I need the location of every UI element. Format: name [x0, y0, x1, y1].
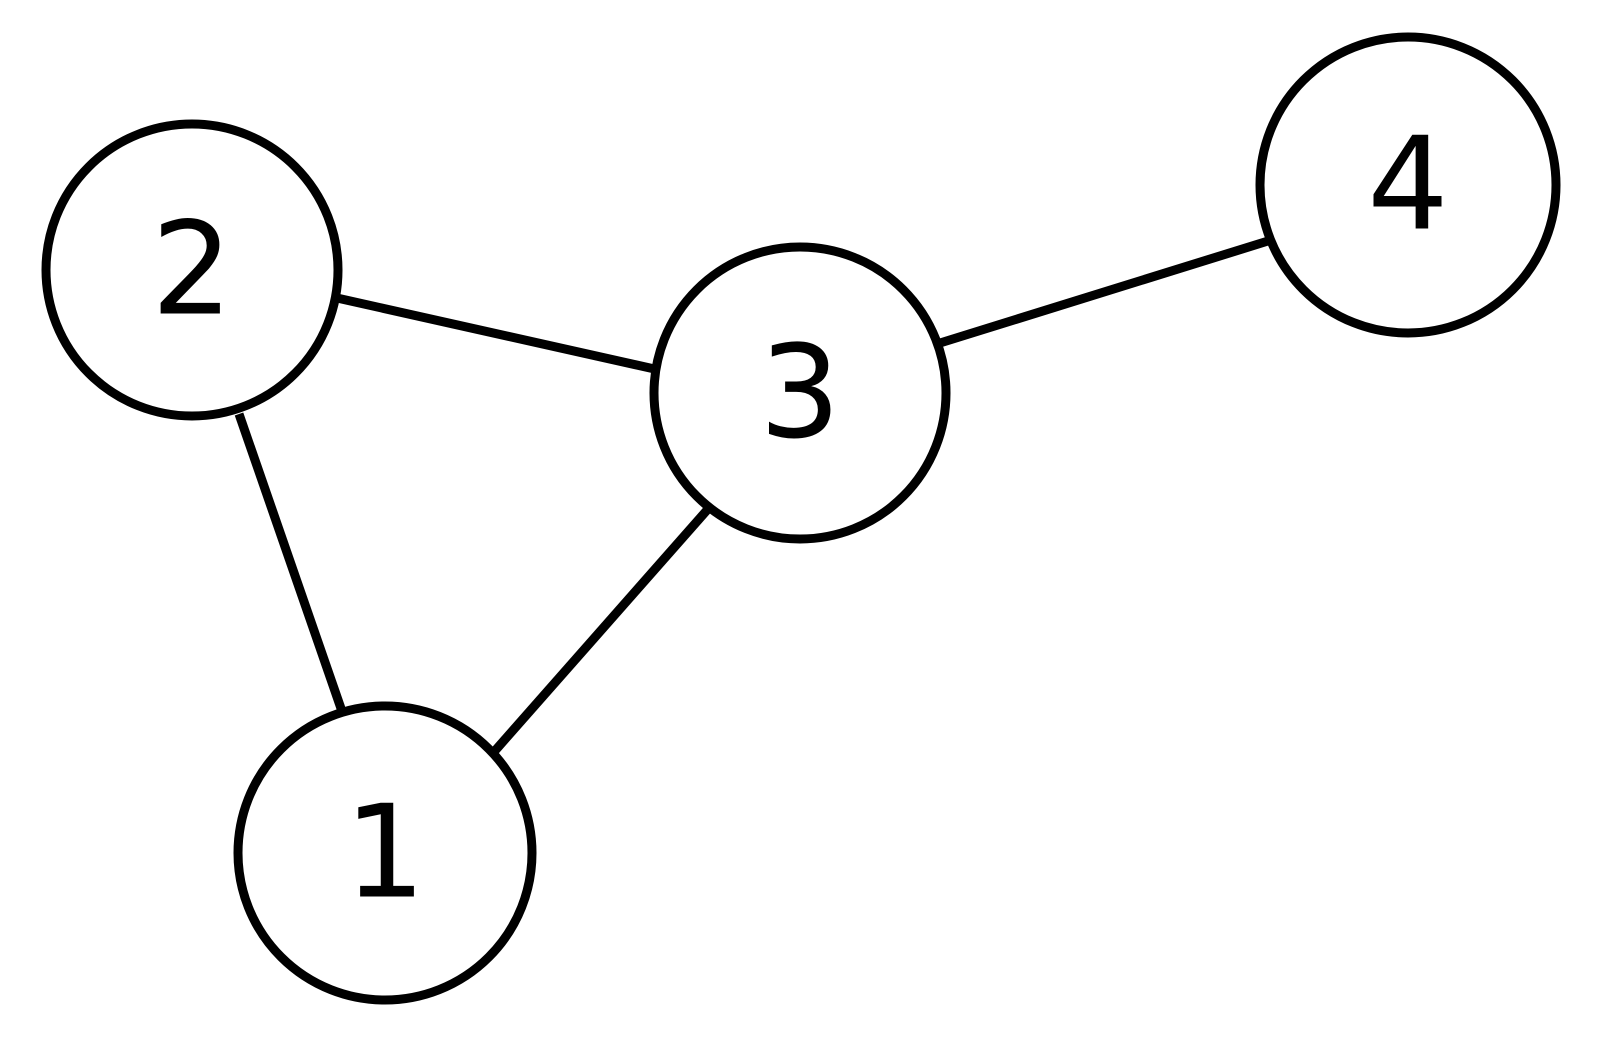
edges-layer: [234, 236, 1270, 756]
node-label-1: 1: [344, 779, 425, 928]
node-label-3: 3: [759, 319, 840, 468]
node-label-2: 2: [151, 196, 232, 345]
node-circle-4[interactable]: [1255, 32, 1561, 338]
node-circle-1[interactable]: [233, 701, 537, 1005]
edge-1-3[interactable]: [489, 506, 712, 756]
node-circle-3[interactable]: [649, 242, 951, 544]
graph-node-2[interactable]: 2: [41, 119, 343, 421]
node-label-4: 4: [1367, 111, 1448, 260]
graph-node-1[interactable]: 1: [233, 701, 537, 1005]
graph-node-4[interactable]: 4: [1255, 32, 1561, 338]
node-circle-2[interactable]: [41, 119, 343, 421]
edge-3-4[interactable]: [938, 236, 1270, 348]
graph-node-3[interactable]: 3: [649, 242, 951, 544]
edge-2-3[interactable]: [336, 293, 660, 375]
edge-2-1[interactable]: [234, 412, 350, 722]
nodes-layer: 1 2 3 4: [41, 32, 1561, 1005]
